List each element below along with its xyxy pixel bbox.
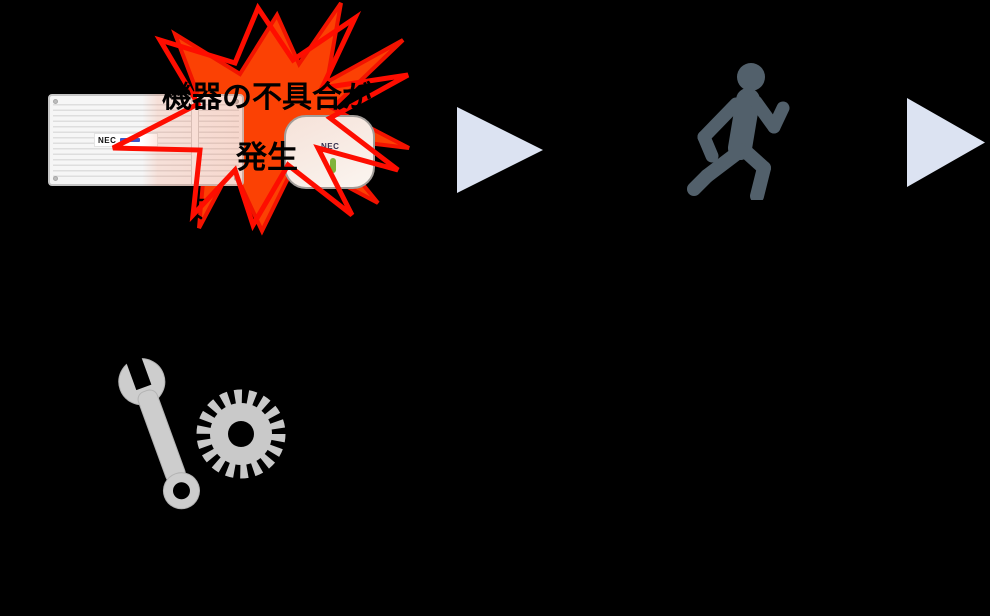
running-person-icon	[687, 63, 790, 200]
screw-icon	[53, 176, 58, 181]
flow-arrow-2	[907, 98, 985, 187]
nec-logo: NEC	[321, 142, 340, 151]
burst-text-line1: 機器の不具合が	[162, 81, 372, 114]
maintenance-tools-icon	[118, 355, 286, 510]
power-led	[330, 158, 336, 173]
nec-logo: NEC	[98, 136, 116, 145]
screw-icon	[234, 99, 239, 104]
failure-burst-outline	[111, 2, 410, 232]
panel-divider	[191, 96, 199, 184]
wrench-icon	[118, 355, 200, 510]
flow-arrow-1	[457, 107, 543, 193]
burst-text-line2: 発生	[236, 140, 298, 175]
network-unit-device: NEC	[48, 94, 244, 186]
screw-icon	[53, 99, 58, 104]
burst-tint-overlay	[48, 94, 244, 186]
gear-icon	[196, 389, 286, 479]
